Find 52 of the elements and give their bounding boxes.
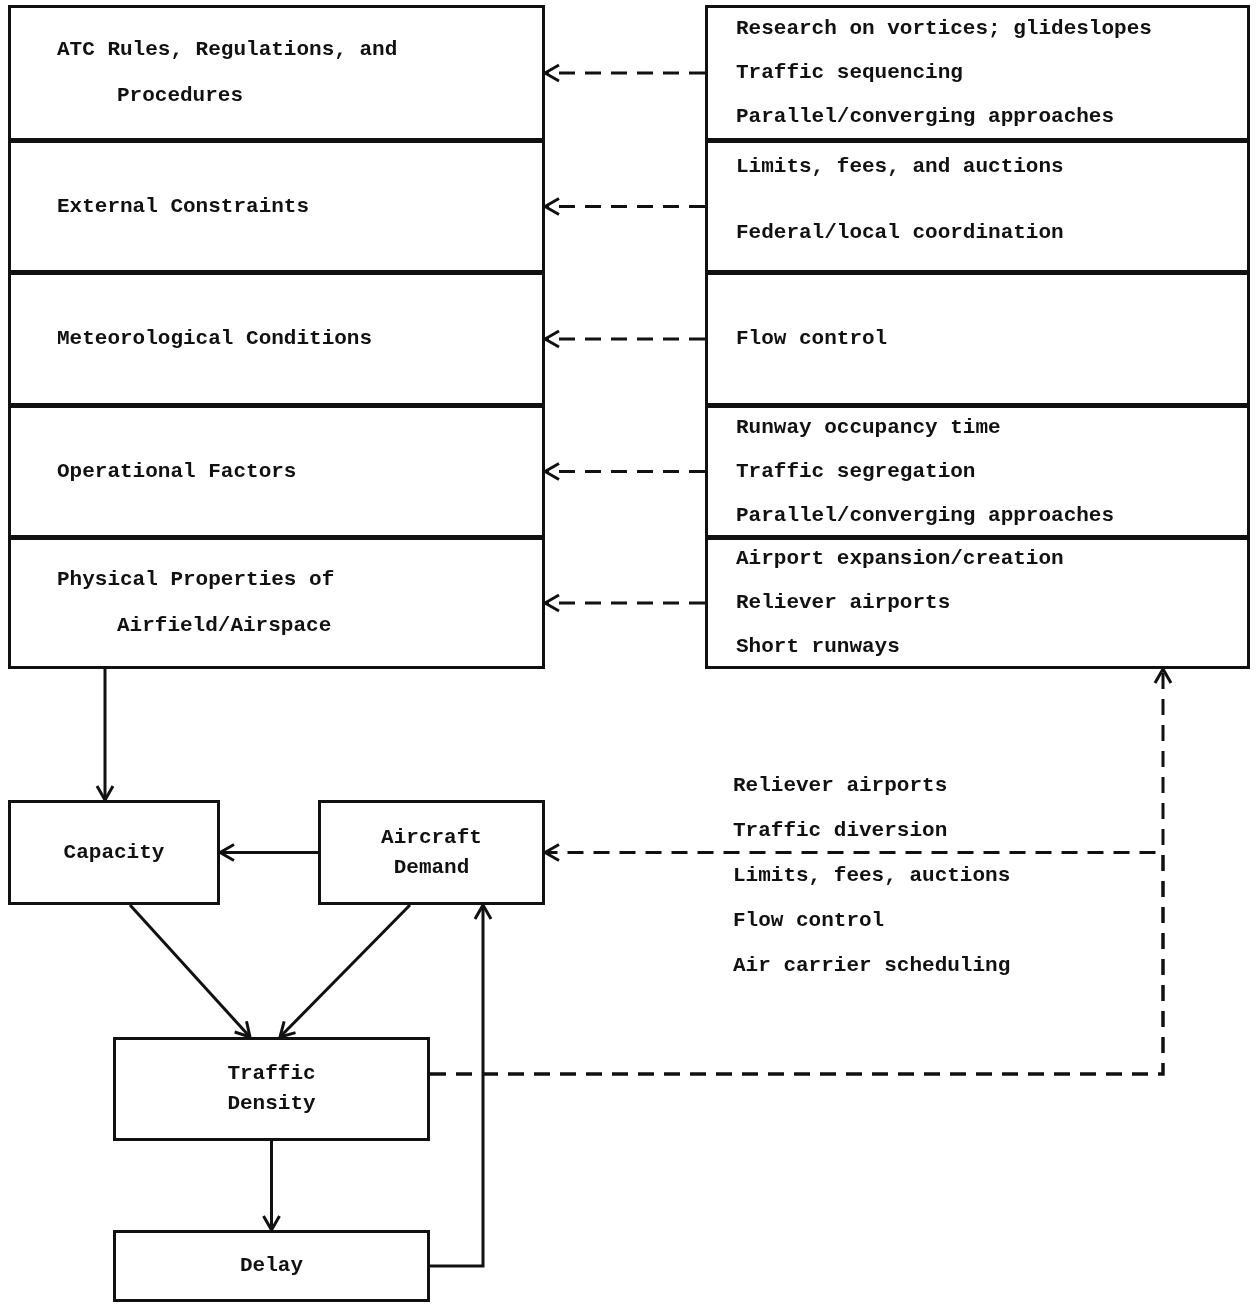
arrow [543,462,705,481]
factor-label: Meteorological Conditions [56,326,374,352]
measure-item: Reliever airports [736,590,951,616]
measures-box [705,405,1250,538]
measure-item: Research on vortices; glideslopes [736,16,1152,42]
measures-box [705,5,1250,141]
arrow [430,903,493,1268]
measure-item: Traffic diversion [733,818,948,844]
factor-box [8,405,545,538]
arrow [218,843,318,862]
measure-item: Traffic sequencing [736,60,963,86]
measures-box [705,140,1250,273]
factor-box [8,5,545,141]
arrow [543,593,705,613]
factor-box [8,272,545,406]
measure-item: Flow control [736,326,888,352]
measure-item: Parallel/converging approaches [736,104,1115,130]
measure-item: Runway occupancy time [736,414,1001,441]
arrow [128,904,252,1039]
measure-item: Limits, fees, auctions [733,863,1011,889]
arrow [262,1141,281,1232]
arrow [95,669,115,802]
process-box [113,1037,430,1141]
measure-item: Flow control [733,908,885,934]
process-box [8,800,220,905]
process-label: Delay [239,1253,304,1279]
process-box [113,1230,430,1302]
measure-item: Traffic segregation [736,458,976,485]
measure-item: Short runways [736,634,900,660]
arrow [543,329,705,349]
factor-label: ATC Rules, Regulations, and Procedures [56,37,399,109]
measure-item: Airport expansion/creation [736,546,1064,572]
factor-box [8,140,545,273]
factor-label: Operational Factors [56,458,298,485]
measure-item: Parallel/converging approaches [736,502,1115,529]
process-box [318,800,545,905]
factor-label: Physical Properties of Airfield/Airspace [56,567,336,639]
measure-item: Federal/local coordination [736,220,1064,246]
process-label: Aircraft Demand [380,824,483,881]
measures-box [705,537,1250,669]
arrow [543,63,705,83]
measure-item: Limits, fees, and auctions [736,154,1064,180]
process-label: Capacity [62,839,166,866]
process-label: Traffic Density [226,1061,317,1117]
factor-box [8,537,545,669]
measures-box [705,272,1250,406]
arrow [278,903,412,1039]
measure-item: Air carrier scheduling [733,953,1011,979]
measure-item: Reliever airports [733,773,948,799]
factor-label: External Constraints [56,193,311,220]
arrow [543,197,705,216]
arrow [430,843,1165,1076]
